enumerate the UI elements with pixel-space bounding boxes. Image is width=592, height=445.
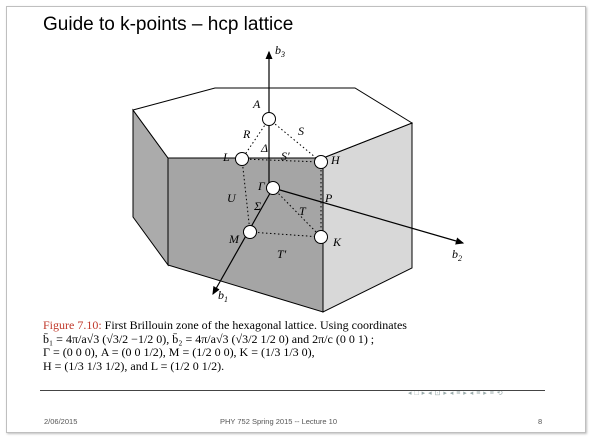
footer-course: PHY 752 Spring 2015 -- Lecture 10 [220,417,338,426]
point-K [314,230,328,244]
label-R: R [242,127,251,141]
b1-label: b1 [218,288,228,304]
point-H [314,155,328,169]
label-A: A [252,97,261,111]
figure-caption: Figure 7.10: First Brillouin zone of the… [43,318,407,373]
caption-line-1: Figure 7.10: First Brillouin zone of the… [43,318,407,332]
label-S-prime: S′ [281,149,290,163]
label-M: M [228,232,240,246]
label-Sigma: Σ [253,199,261,213]
caption-line-2: b̄₁ = 4π/a√3 (√3/2 −1/2 0), b̄₂ = 4π/a√3… [43,331,375,346]
point-Gamma [266,181,280,195]
label-T-prime: T′ [277,247,287,261]
footer-page-number: 8 [538,417,543,426]
caption-line-3: Γ = (0 0 0), A = (0 0 1/2), M = (1/2 0 0… [43,345,315,359]
label-L: L [222,150,230,164]
b1-axis [212,187,274,296]
slide-title: Guide to k-points – hcp lattice [43,14,294,35]
label-Gamma: Γ [257,179,266,193]
label-Delta: Δ [260,141,268,155]
b3-label: b3 [275,43,285,59]
label-K: K [332,235,342,249]
label-P: P [324,191,333,205]
figure-number: Figure 7.10: [43,318,102,332]
b2-axis [272,187,465,245]
point-A [262,112,276,126]
label-S: S [298,124,304,138]
point-M [243,225,257,239]
footer-date: 2/06/2015 [44,417,78,426]
caption-line-4: H = (1/3 1/3 1/2), and L = (1/2 0 1/2). [43,358,225,373]
footer-rule [40,390,545,391]
b2-label: b2 [452,247,462,263]
point-L [235,152,249,166]
label-U: U [227,191,237,205]
label-T: T [299,204,307,218]
beamer-navigation-icons[interactable]: ◂ □ ▸ ◂ ⊡ ▸ ◂ ≡ ▸ ◂ ≡ ▸ ≡ ⟲ [408,390,504,397]
label-H: H [330,153,341,167]
